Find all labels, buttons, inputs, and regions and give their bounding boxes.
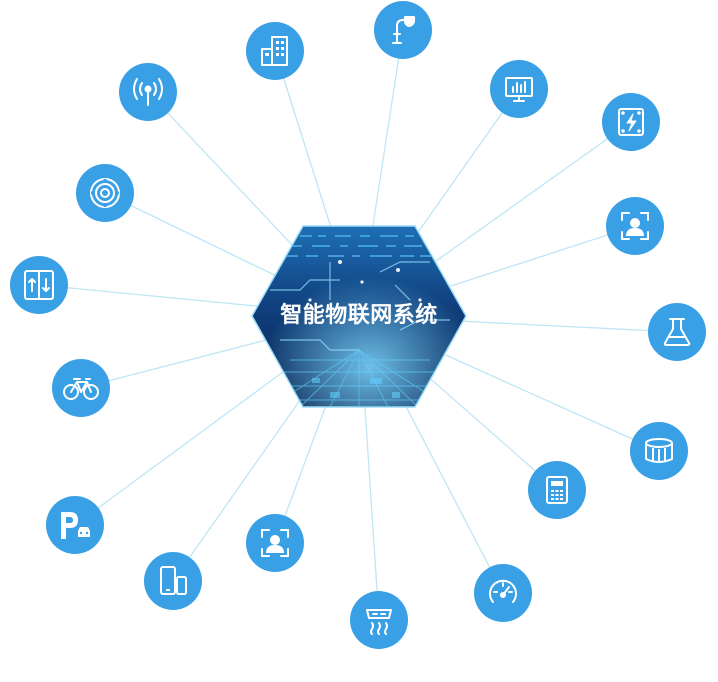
calculator-icon (546, 476, 568, 504)
power-cabinet-node[interactable] (602, 93, 660, 151)
building-node[interactable] (246, 22, 304, 80)
center-hexagon: 智能物联网系统 (251, 225, 467, 408)
elevator-node[interactable] (10, 256, 68, 314)
devices-node[interactable] (144, 552, 202, 610)
street-light-icon (392, 16, 416, 44)
sprinkler-node[interactable] (350, 591, 408, 649)
center-title: 智能物联网系统 (280, 302, 438, 328)
target-icon (90, 178, 120, 208)
target-node[interactable] (76, 164, 134, 222)
mobile-devices-icon (160, 566, 187, 595)
bicycle-icon (63, 378, 99, 400)
monitor-chart-icon (505, 77, 533, 102)
wireless-node[interactable] (119, 63, 177, 121)
tank-node[interactable] (630, 422, 688, 480)
elevator-icon (24, 270, 54, 300)
sprinkler-icon (366, 609, 392, 635)
face-recognition-icon (261, 529, 289, 557)
building-icon (261, 36, 288, 66)
gauge-node[interactable] (474, 564, 532, 622)
flask-icon (663, 318, 691, 346)
calculator-node[interactable] (528, 461, 586, 519)
face-recognition-node-bottom[interactable] (246, 514, 304, 572)
speedometer-icon (489, 579, 517, 603)
parking-node[interactable] (46, 496, 104, 554)
face-recognition-node-right[interactable] (606, 197, 664, 255)
wireless-antenna-icon (133, 78, 163, 106)
face-recognition-icon (621, 212, 649, 240)
monitor-node[interactable] (490, 60, 548, 118)
water-tank-icon (645, 438, 673, 463)
hexagon-tech-pattern (252, 226, 466, 407)
street-light-node[interactable] (374, 1, 432, 59)
lab-node[interactable] (648, 303, 706, 361)
device-nodes (10, 1, 706, 649)
bike-node[interactable] (52, 359, 110, 417)
parking-icon (61, 512, 90, 539)
power-cabinet-icon (618, 108, 644, 136)
